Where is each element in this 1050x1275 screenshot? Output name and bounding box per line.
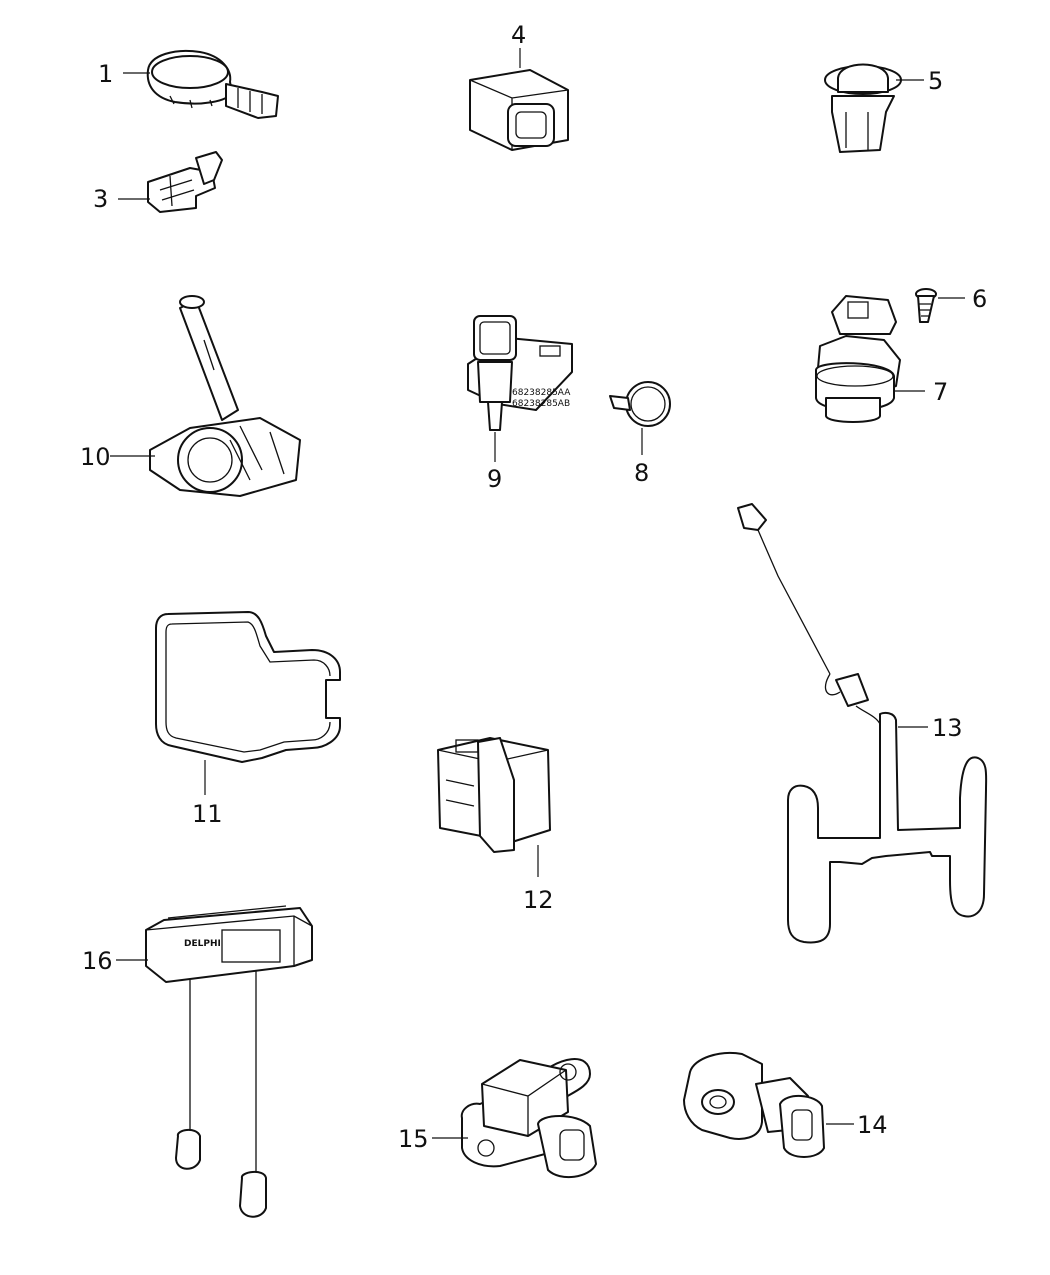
part-4-connector-box — [469, 69, 569, 151]
callout-1: 1 — [98, 60, 113, 88]
part-5-round-sensor — [824, 63, 902, 153]
callout-3: 3 — [93, 185, 108, 213]
callout-16: 16 — [82, 947, 113, 975]
callout-10: 10 — [80, 443, 111, 471]
callout-8: 8 — [634, 459, 649, 487]
callout-12: 12 — [523, 886, 554, 914]
part-11-antenna-pad — [155, 611, 341, 763]
sensor9-part-no-2: 68238285AB — [512, 399, 570, 409]
part-10-tpms-sensor — [149, 295, 301, 497]
part-8-push-pin — [609, 381, 671, 427]
callout-6: 6 — [972, 285, 987, 313]
part-3-clip — [147, 151, 223, 213]
delphi-label: DELPHI — [184, 939, 221, 949]
part-7-speed-sensor — [815, 295, 901, 423]
part-15-impact-sensor — [460, 1058, 597, 1179]
callout-13: 13 — [932, 714, 963, 742]
part-13-harness — [737, 503, 988, 944]
part-12-module — [437, 737, 551, 853]
callout-9: 9 — [487, 465, 502, 493]
callout-5: 5 — [928, 67, 943, 95]
part-16-receiver-module: DELPHI — [145, 905, 313, 1218]
part-1-sensor — [146, 49, 279, 119]
part-6-screw — [915, 288, 937, 323]
callout-14: 14 — [857, 1111, 888, 1139]
part-9-position-sensor: 68238285AA 68238285AB — [467, 315, 573, 431]
callout-7: 7 — [933, 378, 948, 406]
part-14-accel-sensor — [683, 1052, 825, 1158]
callout-15: 15 — [398, 1125, 429, 1153]
callout-4: 4 — [511, 21, 526, 49]
sensor9-part-no-1: 68238285AA — [512, 388, 571, 398]
callout-11: 11 — [192, 800, 223, 828]
